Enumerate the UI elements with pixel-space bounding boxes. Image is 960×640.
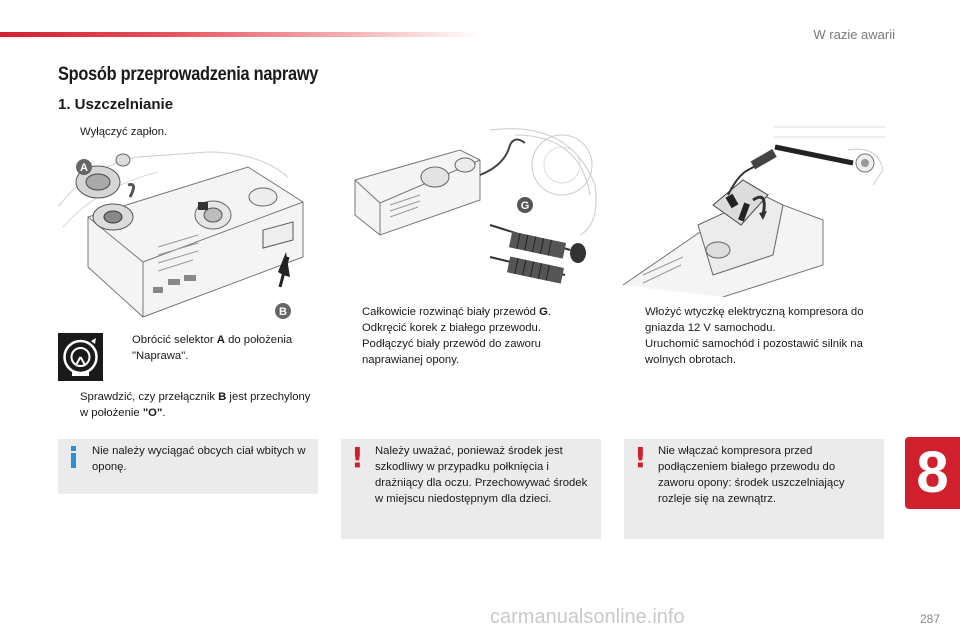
hose-connection-illustration: G bbox=[340, 125, 602, 295]
compressor-kit-illustration: A B bbox=[58, 147, 320, 323]
step-text: Włożyć wtyczkę elektryczną kompresora do… bbox=[645, 306, 864, 334]
step-text-cont: jest przechylony w położenie bbox=[80, 391, 311, 419]
chapter-tab: 8 bbox=[905, 437, 960, 509]
step-unscrew-cap: Odkręcić korek z białego przewodu. bbox=[340, 320, 602, 336]
step-text-end: . bbox=[162, 407, 166, 419]
step-text: Całkowicie rozwinąć biały przewód bbox=[362, 306, 540, 318]
step-text: Uruchomić samochód i pozostawić silnik n… bbox=[645, 338, 863, 366]
warning-note-toxic: ! Należy uważać, ponieważ środek jest sz… bbox=[341, 439, 601, 539]
hose-label: G bbox=[539, 306, 548, 318]
switch-label: B bbox=[218, 391, 227, 403]
label-b: B bbox=[279, 306, 287, 318]
watermark: carmanualsonline.info bbox=[490, 606, 685, 628]
info-note: Nie należy wyciągać obcych ciał wbitych … bbox=[58, 439, 318, 494]
step-turn-selector: Obrócić selektor A do położenia "Naprawa… bbox=[110, 332, 310, 364]
page-number: 287 bbox=[919, 612, 940, 626]
warning-note-text: Należy uważać, ponieważ środek jest szko… bbox=[375, 445, 588, 505]
step-text: Obrócić selektor bbox=[132, 334, 217, 346]
step-text: Sprawdzić, czy przełącznik bbox=[80, 391, 219, 403]
tire-repair-selector-icon bbox=[58, 333, 103, 381]
warning-note-text: Nie włączać kompresora przed podłączenie… bbox=[658, 445, 845, 505]
step-start-engine: Uruchomić samochód i pozostawić silnik n… bbox=[623, 336, 885, 368]
step-text: Wyłączyć zapłon. bbox=[80, 126, 168, 138]
power-plug-illustration bbox=[623, 125, 885, 297]
sub-heading: 1. Uszczelnianie bbox=[58, 96, 174, 113]
warning-icon: ! bbox=[634, 441, 647, 474]
step-plug-compressor: Włożyć wtyczkę elektryczną kompresora do… bbox=[623, 304, 885, 336]
step-text: Odkręcić korek z białego przewodu. bbox=[362, 322, 541, 334]
step-text-cont: . bbox=[547, 306, 551, 318]
step-connect-valve: Podłączyć biały przewód do zaworu napraw… bbox=[340, 336, 580, 368]
page-heading: Sposób przeprowadzenia naprawy bbox=[58, 64, 319, 85]
header-accent-bar bbox=[0, 32, 480, 37]
label-a: A bbox=[80, 162, 88, 174]
step-text-cont: do położenia "Naprawa". bbox=[132, 334, 293, 362]
step-check-switch: Sprawdzić, czy przełącznik B jest przech… bbox=[58, 389, 318, 421]
section-title: W razie awarii bbox=[813, 27, 895, 42]
chapter-number: 8 bbox=[916, 440, 949, 505]
label-g: G bbox=[521, 200, 530, 212]
step-unroll-hose: Całkowicie rozwinąć biały przewód G. bbox=[340, 304, 602, 320]
step-ignition-off: Wyłączyć zapłon. bbox=[58, 124, 318, 140]
position-label: "O" bbox=[142, 407, 163, 419]
info-icon bbox=[71, 446, 76, 468]
warning-note-compressor: ! Nie włączać kompresora przed podłączen… bbox=[624, 439, 884, 539]
info-note-text: Nie należy wyciągać obcych ciał wbitych … bbox=[92, 445, 306, 473]
step-text: Podłączyć biały przewód do zaworu napraw… bbox=[362, 338, 541, 366]
warning-icon: ! bbox=[351, 441, 364, 474]
selector-label: A bbox=[216, 334, 225, 346]
